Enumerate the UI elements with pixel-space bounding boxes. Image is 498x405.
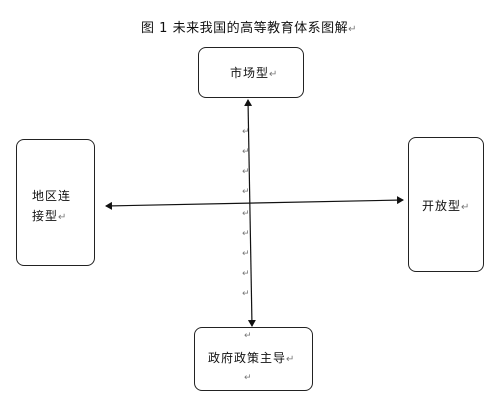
- paragraph-mark: ↵: [242, 249, 250, 259]
- open-type-box: [408, 137, 484, 272]
- paragraph-mark: ↵: [244, 331, 252, 341]
- paragraph-mark: ↵: [242, 147, 250, 157]
- regional-connection-line-1: 地区连: [32, 189, 72, 203]
- regional-connection-type-box: [16, 139, 95, 266]
- government-policy-box: [194, 327, 313, 391]
- paragraph-mark: ↵: [242, 269, 250, 279]
- paragraph-mark: ↵: [348, 24, 357, 35]
- vertical-axis-arrow: [244, 99, 256, 327]
- government-policy-text: 政府政策主导: [208, 351, 287, 365]
- figure-title: 图 1 未来我国的高等教育体系图解↵: [0, 17, 498, 36]
- paragraph-mark: ↵: [286, 354, 296, 365]
- paragraph-mark: ↵: [242, 167, 250, 177]
- paragraph-mark: ↵: [242, 187, 250, 197]
- paragraph-mark: ↵: [242, 209, 250, 219]
- paragraph-mark: ↵: [242, 127, 250, 137]
- paragraph-mark: ↵: [461, 202, 471, 213]
- market-type-box: [198, 47, 304, 98]
- paragraph-mark: ↵: [244, 373, 252, 383]
- regional-connection-type-label: 地区连 接型↵: [32, 186, 71, 228]
- regional-connection-line-2: 接型: [32, 209, 59, 223]
- paragraph-mark: ↵: [269, 69, 279, 80]
- market-type-label: 市场型↵: [230, 64, 278, 81]
- paragraph-mark: ↵: [58, 212, 68, 223]
- open-type-label: 开放型↵: [422, 197, 470, 214]
- paragraph-mark: ↵: [242, 229, 250, 239]
- paragraph-mark: ↵: [242, 289, 250, 299]
- figure-title-text: 图 1 未来我国的高等教育体系图解: [141, 21, 349, 36]
- market-type-text: 市场型: [230, 66, 270, 80]
- horizontal-axis-arrow: [105, 196, 404, 210]
- open-type-text: 开放型: [422, 199, 462, 213]
- government-policy-label: 政府政策主导↵: [208, 349, 295, 366]
